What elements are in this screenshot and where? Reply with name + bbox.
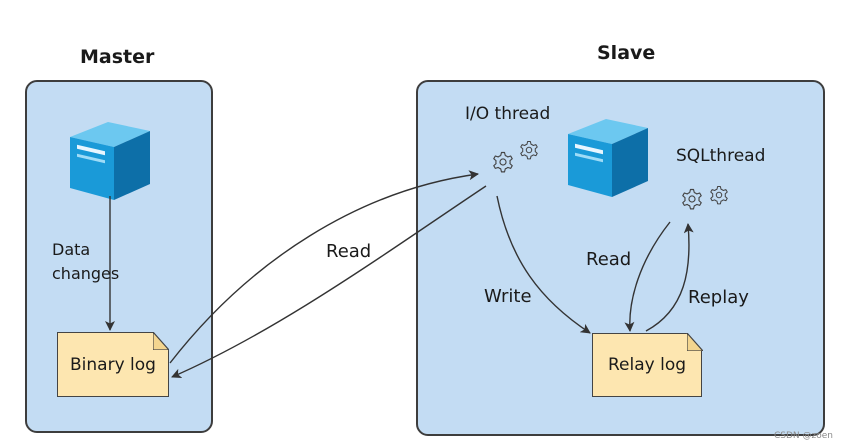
sql-read-arrow — [624, 221, 671, 332]
write-arrow — [496, 195, 591, 334]
master-server-icon — [70, 122, 150, 200]
slave-server-icon — [568, 119, 648, 197]
data-changes-line1: Data — [52, 240, 91, 259]
sql-thread-gears-icon — [682, 185, 728, 210]
sql-read-label: Read — [586, 249, 632, 270]
io-thread-label: I/O thread — [465, 104, 551, 124]
replay-arrow — [645, 223, 694, 332]
binlog-transfer-arrow — [171, 185, 487, 378]
slave-title: Slave — [597, 42, 656, 64]
binary-log-fold-icon — [153, 332, 169, 350]
replay-label: Replay — [688, 287, 749, 308]
sql-thread-label: SQLthread — [676, 146, 766, 166]
relay-log-fold-icon — [687, 333, 703, 351]
relay-log-doc: Relay log — [592, 333, 702, 397]
io-thread-gears-icon — [493, 140, 538, 173]
write-label: Write — [484, 286, 532, 307]
read-request-arrow — [169, 170, 479, 364]
watermark: CSDN @zoen — [774, 431, 833, 441]
binary-log-label: Binary log — [70, 354, 156, 375]
data-changes-line2: changes — [52, 264, 120, 283]
read-link-label: Read — [326, 241, 372, 262]
master-title: Master — [80, 46, 155, 68]
binary-log-doc: Binary log — [57, 332, 169, 397]
relay-log-label: Relay log — [607, 355, 687, 375]
data-changes-label: Data changes — [52, 238, 119, 286]
